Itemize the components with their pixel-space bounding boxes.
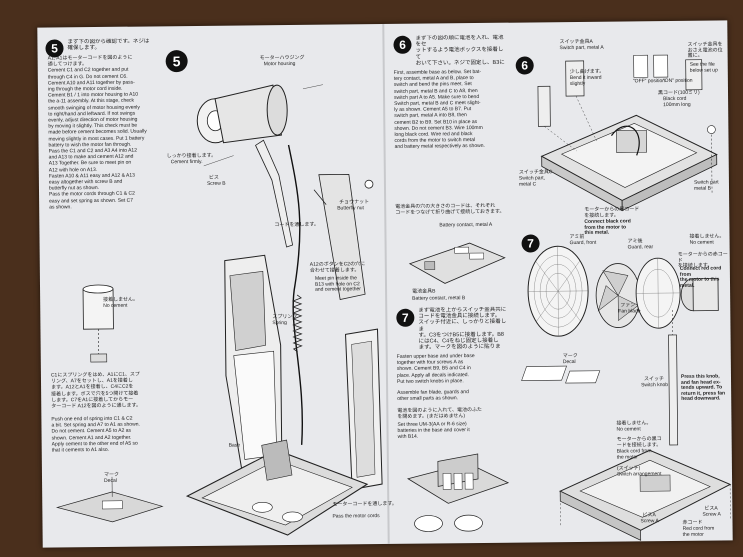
base-label: Base bbox=[228, 442, 241, 449]
red-cord-label: Red cord from the motor bbox=[682, 525, 715, 538]
fan-blade-label: Fan blade bbox=[618, 308, 641, 315]
cords-label-jp: モーターコードを通します。 bbox=[332, 500, 397, 508]
motor-black-cord-label-jp: モーターからの黒コード を接続します。 bbox=[584, 206, 640, 219]
spring-label: Spring bbox=[272, 320, 287, 327]
cord-label-jp: コードを通します。 bbox=[274, 221, 319, 229]
decal-drawing bbox=[55, 476, 164, 523]
no-cement-base-label: No cement bbox=[616, 426, 641, 433]
step-7-battery-instructions: Set three UM-3(AA or R-6 size) batteries… bbox=[397, 421, 470, 441]
switch-c-label: Switch part, metal C bbox=[518, 175, 546, 188]
meet-pin-label-jp: A12のボタンをC2の穴に 合わせて接着します。 bbox=[309, 261, 366, 274]
step-5-assembly-diagram bbox=[185, 84, 383, 536]
off-position-label: "OFF" position bbox=[632, 78, 666, 85]
step-6-jp-lower: 電池金具の穴の大きさのコードは、それぞれ コードをつなげて折り曲げて接続しておき… bbox=[395, 202, 505, 217]
step-6-base-diagram bbox=[537, 54, 718, 212]
butterfly-nut-label: Butterfly nut bbox=[337, 205, 364, 212]
cement-firmly-label: Cement firmly. bbox=[170, 158, 203, 166]
on-position-label: "ON" position bbox=[662, 77, 693, 85]
guard-front-label: Guard, front bbox=[569, 239, 597, 247]
black-cord-7-label-jp: モーターからの黒コ ードを接続します。 bbox=[616, 436, 662, 449]
step-6-jp-intro: まず下の図の順に電池を入れ、電池をセ ットするよう電池ボックスを接着して おいて… bbox=[415, 34, 505, 66]
motor-housing-label: Motor housing bbox=[263, 60, 296, 68]
decal-7-label: Decal bbox=[562, 359, 576, 366]
step-5-instructions: A1, A1はモーターコードを図のように 通してつけます。 Cement C1 … bbox=[47, 54, 147, 211]
step-7-instructions-2: Assemble fan blade, guards and other sma… bbox=[397, 389, 469, 403]
screw-a-right-label: Screw A bbox=[702, 511, 721, 518]
step-7-instructions: Fasten upper base and under base togethe… bbox=[396, 353, 475, 385]
motor-black-cord-label: Connect black cord from the motor to thi… bbox=[584, 218, 631, 236]
step-5-jp-intro: まず下の図から確認です。ネジは 確保します。 bbox=[67, 38, 150, 52]
no-cement-label: No cement bbox=[103, 302, 128, 309]
step-5-jp-lower: C1にスプリングをはめ、A1にC1、スプ リング、A7をセットし、A1を接着し … bbox=[50, 371, 142, 410]
black-cord-label: Black cord 100mm long bbox=[663, 95, 691, 108]
decal-label: Decal bbox=[104, 477, 117, 484]
see-file-label: See the file below set up bbox=[689, 61, 718, 74]
press-knob-label: Press this knob, and fan head ex- tends … bbox=[680, 373, 726, 402]
battery-contact-b-label: Battery contact, metal B bbox=[412, 295, 466, 302]
switch-arrangement-label: Switch arrangement bbox=[616, 471, 662, 478]
meet-pin-label: Meet pin inside the B13 with hole on C2 … bbox=[314, 275, 361, 293]
instruction-sheet: 5 まず下の図から確認です。ネジは 確保します。 A1, A1はモーターコードを… bbox=[37, 20, 733, 548]
step-6-number: 6 bbox=[393, 35, 412, 54]
no-cement-7-label: No cement bbox=[689, 239, 714, 246]
switch-knob-label: Switch knob bbox=[641, 382, 669, 389]
c1-part-drawing bbox=[82, 284, 114, 363]
step-7-jp-intro: まず電池を上からスイッチ金具共に コードを電池金具に接続します。 スイッチ付近に… bbox=[418, 306, 507, 350]
battery-jp-label: 電池金具B bbox=[412, 288, 436, 295]
switch-part-b-label: Switch part metal B bbox=[693, 179, 719, 192]
screw-b-label: Screw B bbox=[206, 180, 226, 187]
step-6-instructions: First, assemble base as below. Set bat- … bbox=[393, 68, 485, 151]
battery-contact-drawing bbox=[408, 242, 506, 284]
see-file-label-jp: スイッチ金具を おさえ電池の位 置に。 bbox=[687, 41, 723, 59]
step-7-battery-jp: 電池を図のように入れて、電池のふた を閉めます。(まだはめません) bbox=[397, 406, 482, 421]
screw-a-left-label: Screw A bbox=[640, 518, 659, 525]
guard-rear-label: Guard, rear bbox=[627, 244, 654, 251]
step-7-fan-diagram bbox=[521, 245, 732, 541]
cords-label: Pass the motor cords bbox=[332, 513, 380, 520]
step-7-number: 7 bbox=[396, 308, 415, 327]
switch-part-a-label: Switch part, metal A bbox=[559, 44, 604, 52]
bend-label: Bend it inward slightly bbox=[569, 74, 602, 87]
battery-box-drawing bbox=[407, 453, 510, 532]
battery-contact-a-label: Battery contact, metal A bbox=[439, 221, 493, 229]
motor-red-label: Connect red cord from the motor to this … bbox=[679, 265, 722, 289]
step-5-lower-instructions: Push one end of spring into C1 & C2 a bi… bbox=[51, 415, 140, 454]
black-cord-7-label: Black cord from the motor bbox=[616, 448, 652, 461]
